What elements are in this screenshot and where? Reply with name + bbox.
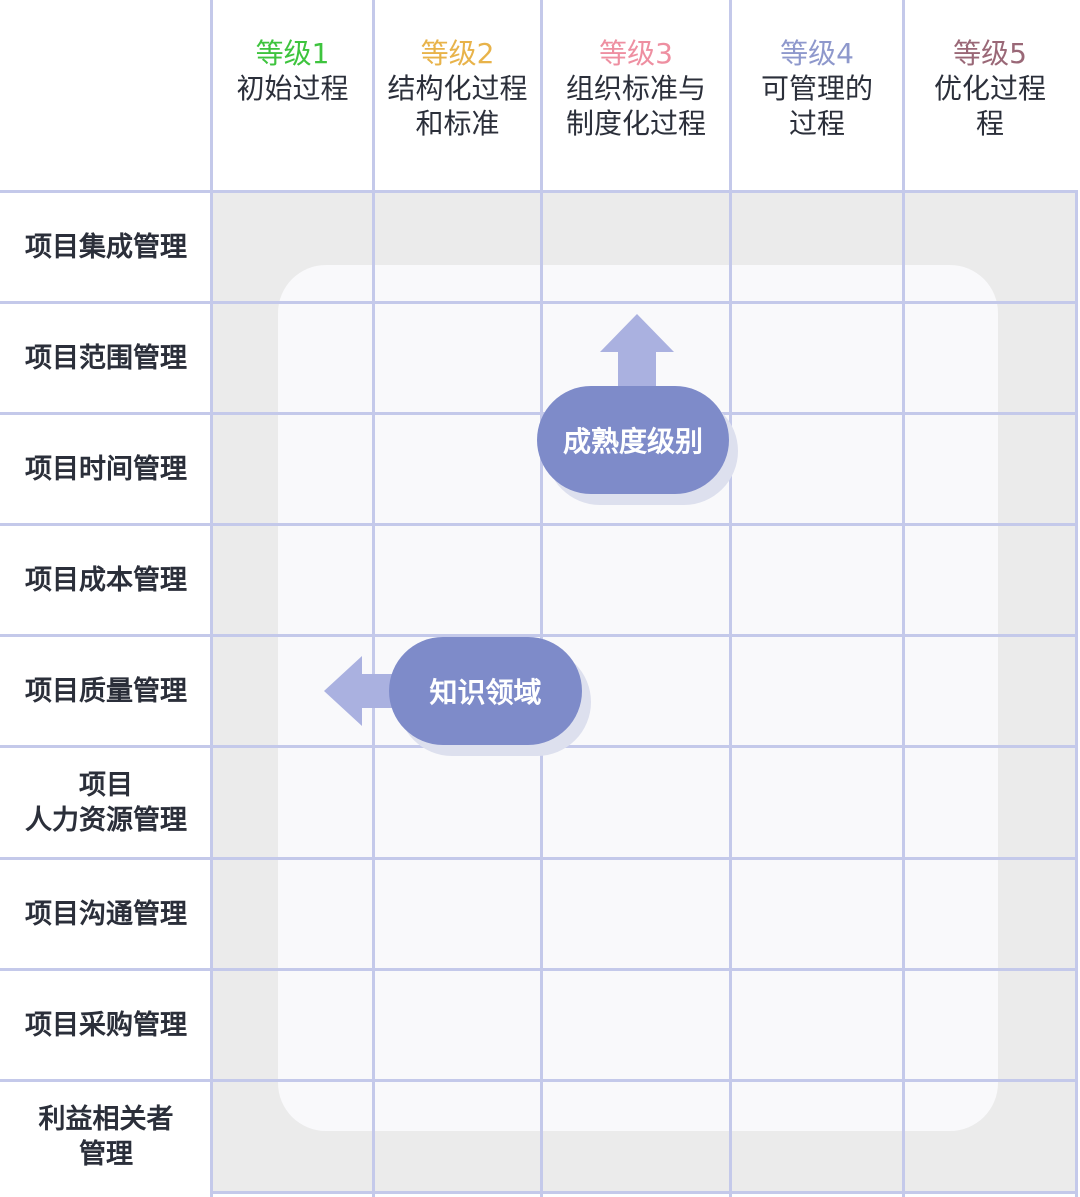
knowledge-area-label: 项目成本管理 xyxy=(25,564,187,596)
grid-line xyxy=(0,634,1078,637)
level-name: 结构化过程 和标准 xyxy=(387,72,528,140)
level-name: 可管理的 过程 xyxy=(760,72,873,140)
knowledge-area-label: 项目集成管理 xyxy=(25,231,187,263)
grid-line xyxy=(0,190,1078,193)
level-name: 组织标准与 制度化过程 xyxy=(565,72,706,140)
grid-line xyxy=(729,0,732,1197)
grid-line xyxy=(372,0,375,1197)
grid-line xyxy=(1075,192,1078,1197)
level-number: 等级2 xyxy=(420,37,495,70)
level-header-2: 等级2 结构化过程 和标准 xyxy=(375,36,540,141)
level-header-4: 等级4 可管理的 过程 xyxy=(732,36,902,141)
level-number: 等级4 xyxy=(780,37,854,70)
level-name: 初始过程 xyxy=(236,72,349,105)
grid-line xyxy=(210,1191,1078,1194)
level-name: 优化过程 程 xyxy=(933,72,1046,140)
knowledge-area-label: 利益相关者 管理 xyxy=(38,1103,174,1170)
arrow-left-icon xyxy=(324,656,400,726)
level-number: 等级3 xyxy=(599,37,673,70)
level-header-3: 等级3 组织标准与 制度化过程 xyxy=(543,36,729,141)
knowledge-area-label: 项目 人力资源管理 xyxy=(25,769,187,836)
knowledge-area-label: 项目质量管理 xyxy=(25,675,187,707)
arrow-up-icon xyxy=(600,314,674,390)
level-header-5: 等级5 优化过程 程 xyxy=(905,36,1075,141)
level-number: 等级1 xyxy=(255,37,330,70)
knowledge-area-label: 项目沟通管理 xyxy=(25,898,187,930)
grid-line xyxy=(0,968,1078,971)
grid-line xyxy=(0,857,1078,860)
grid-line xyxy=(0,523,1078,526)
grid-line xyxy=(0,301,1078,304)
grid-line xyxy=(902,0,905,1197)
level-number: 等级5 xyxy=(953,37,1027,70)
level-header-1: 等级1 初始过程 xyxy=(213,36,372,106)
grid-line xyxy=(210,0,213,1197)
knowledge-area-label: 项目时间管理 xyxy=(25,453,187,485)
knowledge-area-callout: 知识领域 xyxy=(389,637,582,745)
grid-line xyxy=(540,0,543,1197)
grid-line xyxy=(0,1079,1078,1082)
knowledge-area-label: 项目范围管理 xyxy=(25,342,187,374)
knowledge-area-label: 项目采购管理 xyxy=(25,1009,187,1041)
grid-line xyxy=(0,412,1078,415)
maturity-level-callout: 成熟度级别 xyxy=(537,386,729,494)
